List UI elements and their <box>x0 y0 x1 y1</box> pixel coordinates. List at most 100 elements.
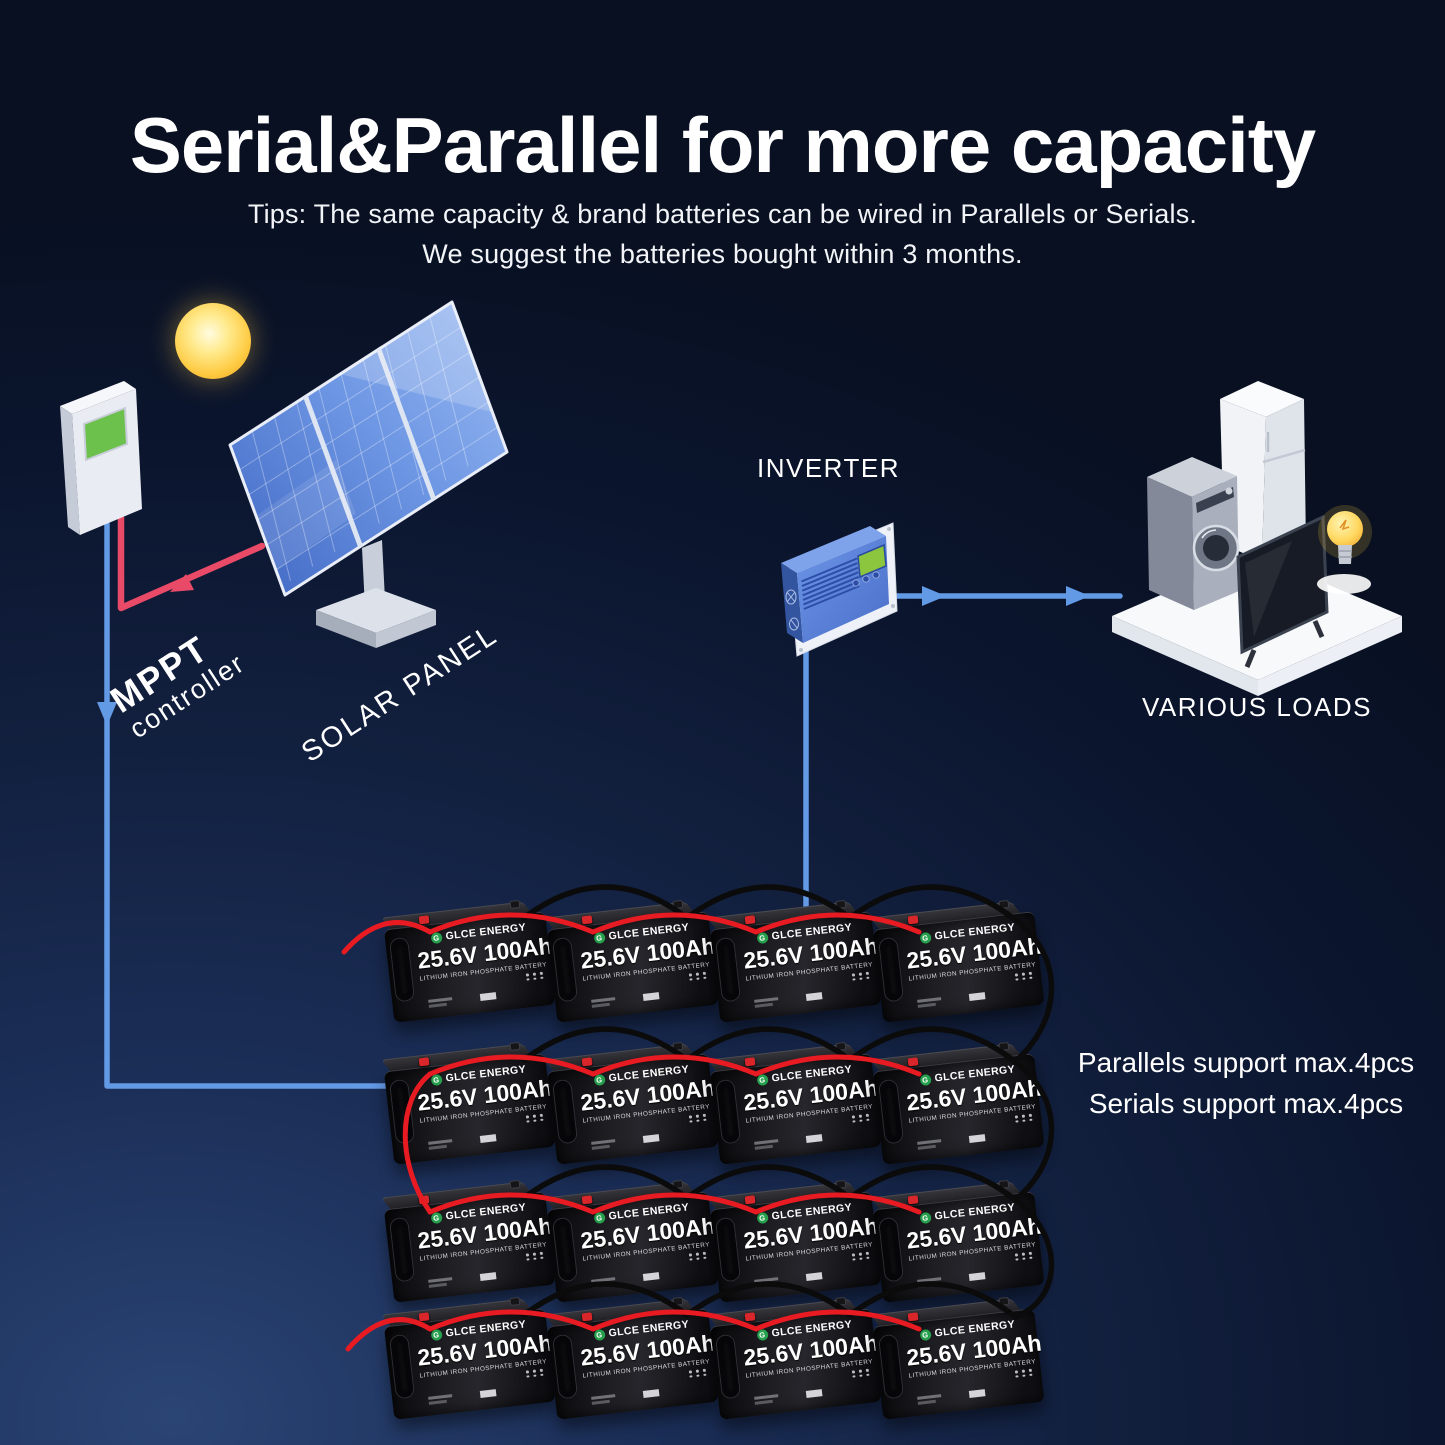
brand-logo-icon: G <box>430 1328 442 1340</box>
negative-terminal-icon <box>835 1042 846 1051</box>
battery-body: G GLCE ENERGY 25.6V 100Ah LITHIUM IRON P… <box>384 1053 556 1165</box>
battery-face: G GLCE ENERGY 25.6V 100Ah LITHIUM IRON P… <box>415 1200 551 1297</box>
battery-fineprint <box>917 1267 1033 1291</box>
battery-handle-icon <box>553 1218 577 1282</box>
brand-logo-icon: G <box>919 1328 931 1340</box>
positive-terminal-icon <box>582 915 593 924</box>
battery-handle-icon <box>879 1335 903 1399</box>
battery-face: G GLCE ENERGY 25.6V 100Ah LITHIUM IRON P… <box>578 920 714 1017</box>
battery-fineprint <box>917 1129 1033 1153</box>
battery-indicator-leds <box>1015 1114 1035 1123</box>
positive-terminal-icon <box>908 1057 919 1066</box>
battery-fineprint <box>754 1129 870 1153</box>
battery-body: G GLCE ENERGY 25.6V 100Ah LITHIUM IRON P… <box>873 1053 1045 1165</box>
battery-face: G GLCE ENERGY 25.6V 100Ah LITHIUM IRON P… <box>415 1062 551 1159</box>
battery-indicator-leds <box>852 972 872 981</box>
negative-terminal-icon <box>998 1297 1009 1306</box>
battery-indicator-leds <box>526 1114 546 1123</box>
battery-fineprint <box>591 1384 707 1408</box>
battery: G GLCE ENERGY 25.6V 100Ah LITHIUM IRON P… <box>546 1041 719 1165</box>
battery-fineprint <box>428 1384 544 1408</box>
battery-indicator-leds <box>1015 1252 1035 1261</box>
battery-fineprint <box>591 987 707 1011</box>
battery: G GLCE ENERGY 25.6V 100Ah LITHIUM IRON P… <box>872 899 1045 1023</box>
serials-note: Serials support max.4pcs <box>1072 1083 1420 1124</box>
battery-face: G GLCE ENERGY 25.6V 100Ah LITHIUM IRON P… <box>904 1062 1040 1159</box>
negative-terminal-icon <box>835 900 846 909</box>
brand-logo-icon: G <box>919 1211 931 1223</box>
negative-terminal-icon <box>672 1297 683 1306</box>
negative-terminal-icon <box>672 1180 683 1189</box>
battery-body: G GLCE ENERGY 25.6V 100Ah LITHIUM IRON P… <box>710 1308 882 1420</box>
battery-body: G GLCE ENERGY 25.6V 100Ah LITHIUM IRON P… <box>873 1308 1045 1420</box>
parallels-note: Parallels support max.4pcs <box>1072 1042 1420 1083</box>
battery-body: G GLCE ENERGY 25.6V 100Ah LITHIUM IRON P… <box>710 1191 882 1303</box>
positive-terminal-icon <box>582 1057 593 1066</box>
battery-indicator-leds <box>689 972 709 981</box>
positive-terminal-icon <box>908 1195 919 1204</box>
battery-indicator-leds <box>526 1252 546 1261</box>
battery-handle-icon <box>390 938 414 1002</box>
battery-handle-icon <box>390 1335 414 1399</box>
negative-terminal-icon <box>835 1297 846 1306</box>
negative-terminal-icon <box>672 900 683 909</box>
battery: G GLCE ENERGY 25.6V 100Ah LITHIUM IRON P… <box>709 1179 882 1303</box>
battery-indicator-leds <box>852 1252 872 1261</box>
battery-indicator-leds <box>689 1369 709 1378</box>
battery-body: G GLCE ENERGY 25.6V 100Ah LITHIUM IRON P… <box>873 911 1045 1023</box>
battery: G GLCE ENERGY 25.6V 100Ah LITHIUM IRON P… <box>383 899 556 1023</box>
battery-handle-icon <box>553 1335 577 1399</box>
positive-terminal-icon <box>582 1312 593 1321</box>
battery-indicator-leds <box>526 972 546 981</box>
battery-fineprint <box>428 1267 544 1291</box>
battery-face: G GLCE ENERGY 25.6V 100Ah LITHIUM IRON P… <box>415 920 551 1017</box>
positive-terminal-icon <box>582 1195 593 1204</box>
negative-terminal-icon <box>509 1180 520 1189</box>
battery-body: G GLCE ENERGY 25.6V 100Ah LITHIUM IRON P… <box>384 911 556 1023</box>
battery-indicator-leds <box>689 1114 709 1123</box>
negative-terminal-icon <box>509 900 520 909</box>
battery-face: G GLCE ENERGY 25.6V 100Ah LITHIUM IRON P… <box>741 1062 877 1159</box>
positive-terminal-icon <box>745 1057 756 1066</box>
battery: G GLCE ENERGY 25.6V 100Ah LITHIUM IRON P… <box>709 1041 882 1165</box>
battery-handle-icon <box>390 1218 414 1282</box>
battery: G GLCE ENERGY 25.6V 100Ah LITHIUM IRON P… <box>383 1296 556 1420</box>
battery-body: G GLCE ENERGY 25.6V 100Ah LITHIUM IRON P… <box>710 1053 882 1165</box>
positive-terminal-icon <box>419 915 430 924</box>
battery: G GLCE ENERGY 25.6V 100Ah LITHIUM IRON P… <box>709 1296 882 1420</box>
positive-terminal-icon <box>745 1312 756 1321</box>
brand-logo-icon: G <box>593 1328 605 1340</box>
battery-handle-icon <box>716 1218 740 1282</box>
support-note: Parallels support max.4pcs Serials suppo… <box>1072 1042 1420 1124</box>
battery: G GLCE ENERGY 25.6V 100Ah LITHIUM IRON P… <box>872 1296 1045 1420</box>
brand-logo-icon: G <box>756 1328 768 1340</box>
battery-indicator-leds <box>1015 1369 1035 1378</box>
battery-indicator-leds <box>526 1369 546 1378</box>
positive-terminal-icon <box>745 1195 756 1204</box>
inverter-label: INVERTER <box>757 453 900 484</box>
negative-terminal-icon <box>998 900 1009 909</box>
positive-terminal-icon <box>908 915 919 924</box>
battery-fineprint <box>754 987 870 1011</box>
battery: G GLCE ENERGY 25.6V 100Ah LITHIUM IRON P… <box>383 1041 556 1165</box>
brand-logo-icon: G <box>756 1211 768 1223</box>
battery-handle-icon <box>716 938 740 1002</box>
battery-face: G GLCE ENERGY 25.6V 100Ah LITHIUM IRON P… <box>741 920 877 1017</box>
battery-handle-icon <box>716 1080 740 1144</box>
battery-face: G GLCE ENERGY 25.6V 100Ah LITHIUM IRON P… <box>904 1200 1040 1297</box>
negative-terminal-icon <box>509 1297 520 1306</box>
battery-indicator-leds <box>852 1114 872 1123</box>
brand-logo-icon: G <box>919 1073 931 1085</box>
battery-body: G GLCE ENERGY 25.6V 100Ah LITHIUM IRON P… <box>547 1308 719 1420</box>
battery-fineprint <box>917 1384 1033 1408</box>
battery: G GLCE ENERGY 25.6V 100Ah LITHIUM IRON P… <box>709 899 882 1023</box>
battery: G GLCE ENERGY 25.6V 100Ah LITHIUM IRON P… <box>872 1041 1045 1165</box>
positive-terminal-icon <box>745 915 756 924</box>
battery-fineprint <box>754 1267 870 1291</box>
battery-body: G GLCE ENERGY 25.6V 100Ah LITHIUM IRON P… <box>384 1191 556 1303</box>
battery-body: G GLCE ENERGY 25.6V 100Ah LITHIUM IRON P… <box>547 1053 719 1165</box>
brand-logo-icon: G <box>593 1211 605 1223</box>
battery-handle-icon <box>553 938 577 1002</box>
battery-face: G GLCE ENERGY 25.6V 100Ah LITHIUM IRON P… <box>741 1200 877 1297</box>
